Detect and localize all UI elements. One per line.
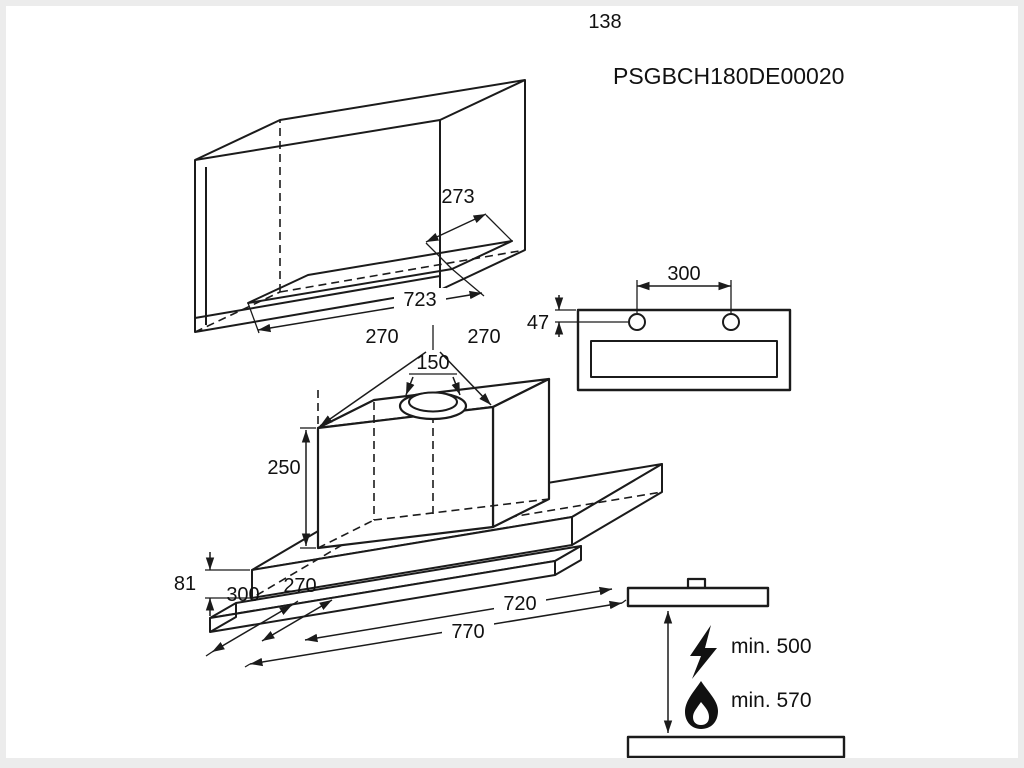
hood-body-front <box>251 516 573 599</box>
cabinet-cutout-opening <box>247 240 513 304</box>
mounting-hole-right <box>722 313 740 331</box>
hood-dimensions-view: 270 270 150 250 81 300 270 720 <box>174 325 663 668</box>
model-code-label: PSGBCH180DE00020 <box>613 63 844 89</box>
hood-dim-81: 81 <box>174 573 196 595</box>
duct-spigot-inner <box>408 391 458 413</box>
flame-icon <box>685 681 718 729</box>
cabinet-cutout-view: 723 273 <box>194 79 526 334</box>
mounting-recess <box>590 340 778 378</box>
hood-dim-150: 150 <box>416 352 449 374</box>
mount-dim-300: 300 <box>667 263 700 285</box>
clearance-view: min. 500 min. 570 <box>626 577 846 758</box>
hood-dim-300: 300 <box>226 584 259 606</box>
hood-dim-270-left: 270 <box>365 326 398 348</box>
hood-dim-720: 720 <box>503 593 536 615</box>
mounting-hole-left <box>628 313 646 331</box>
mounting-holes-view: 300 47 <box>527 263 792 392</box>
mount-dim-47: 47 <box>527 312 549 334</box>
hood-dim-770: 770 <box>451 621 484 643</box>
hood-dim-250: 250 <box>267 457 300 479</box>
cabinet-dim-273: 273 <box>441 186 474 208</box>
hood-silhouette-bar <box>626 586 770 608</box>
cabinet-dim-723: 723 <box>403 289 436 311</box>
hood-silhouette-duct <box>686 577 707 590</box>
installation-diagram: 138 PSGBCH180DE00020 723 273 <box>174 11 846 758</box>
lightning-bolt-icon <box>690 625 717 679</box>
hood-chimney-front <box>316 405 495 550</box>
cabinet-right-side <box>439 80 526 291</box>
cabinet-top-face <box>194 79 526 161</box>
hood-dim-270-right: 270 <box>467 326 500 348</box>
clearance-electric-label: min. 500 <box>731 635 812 658</box>
clearance-gas-label: min. 570 <box>731 689 812 712</box>
manual-page: 138 PSGBCH180DE00020 723 273 <box>6 6 1018 758</box>
cooktop-bar <box>626 735 846 758</box>
hood-dim-270-front: 270 <box>283 575 316 597</box>
page-number-label: 138 <box>588 11 621 33</box>
